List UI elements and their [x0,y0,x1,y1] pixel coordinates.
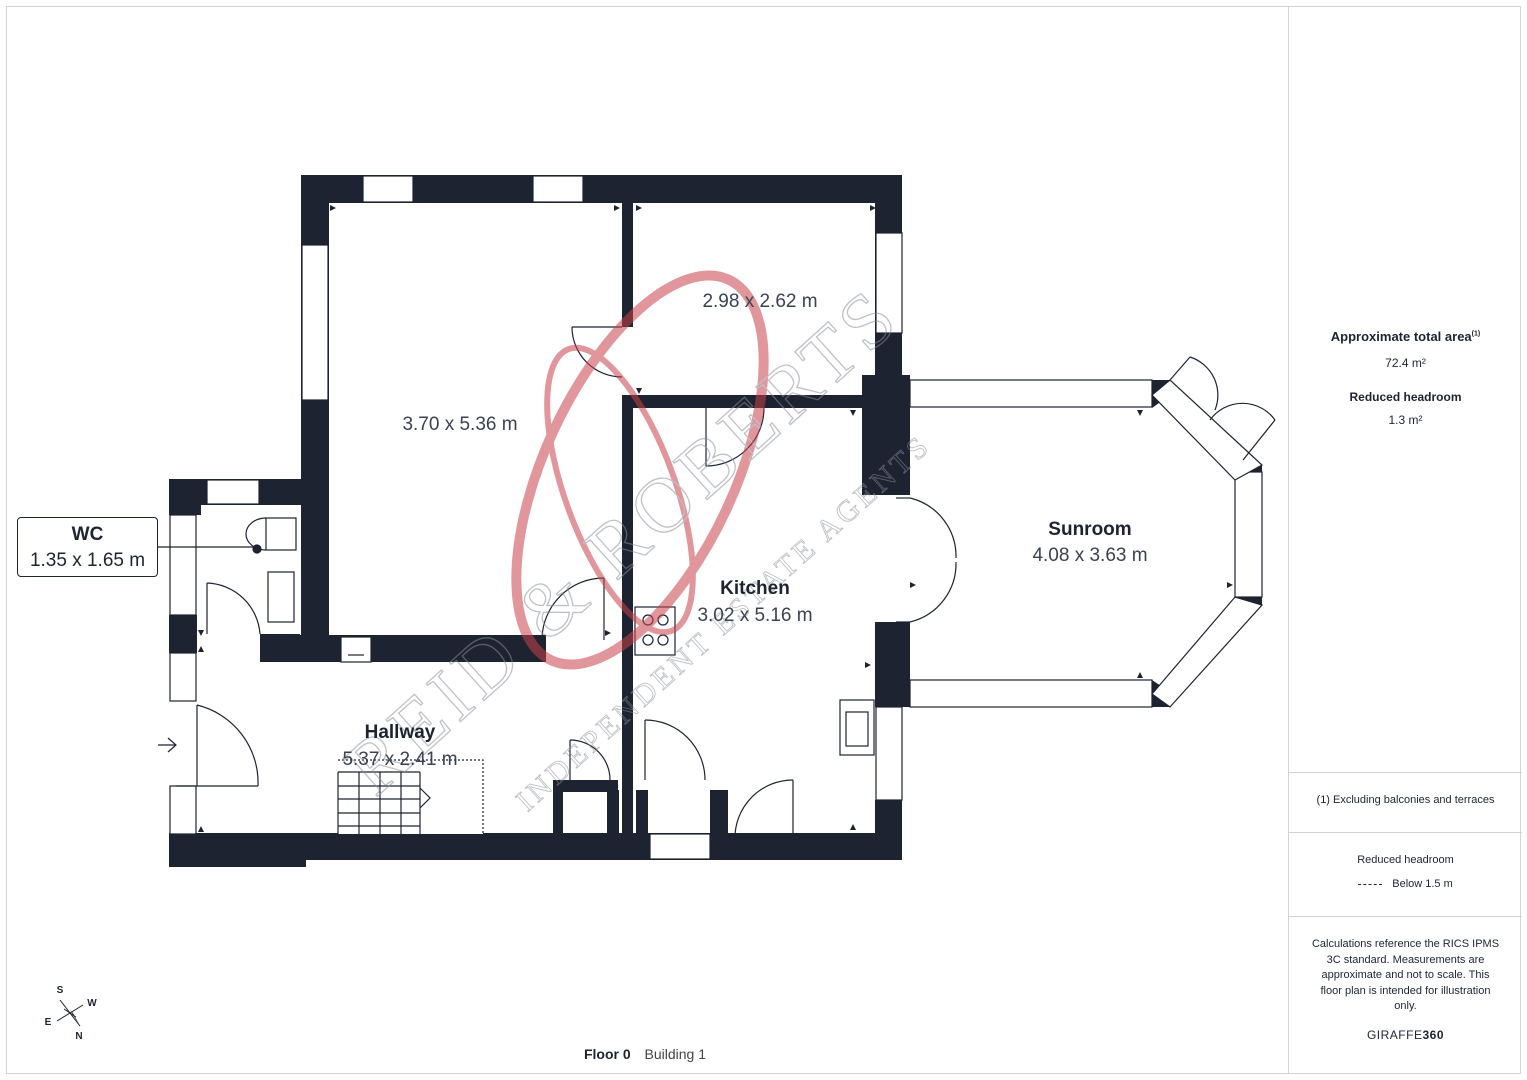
brand-regular: GIRAFFE [1366,1028,1423,1042]
total-area-label: Approximate total area [1330,329,1472,344]
brand-logo: GIRAFFE360 [1289,1028,1522,1042]
legend-item: Below 1.5 m [1289,878,1522,890]
room-name-kitchen: Kitchen [720,578,790,599]
separator [1289,832,1522,833]
room-name-hallway: Hallway [365,722,436,743]
disclaimer-line: approximate and not to scale. This [1321,969,1490,981]
floor-footer: Floor 0 Building 1 [0,1046,1290,1062]
dashed-line-swatch [1358,883,1383,885]
wc-label-box: WC 1.35 x 1.65 m [17,517,158,577]
reduced-headroom-heading: Reduced headroom [1349,390,1462,404]
disclaimer-line: only. [1394,1000,1417,1012]
floor-plan: REID & ROBERTS INDEPENDENT ESTATE AGENTS… [45,175,1276,1042]
room-dims-bedroom-small: 2.98 x 2.62 m [702,291,817,312]
disclaimer-line: Calculations reference the RICS IPMS [1311,938,1500,950]
total-area-footnote-marker: (1) [1471,330,1481,338]
building-label: Building 1 [644,1046,707,1062]
total-area-heading: Approximate total area(1) [1289,329,1522,344]
legend-title: Reduced headroom [1357,854,1454,866]
windows [169,175,1264,860]
floor-label: Floor 0 [583,1046,631,1062]
disclaimer-line: 3C standard. Measurements are [1326,953,1485,966]
compass-rose: S W E N [45,985,98,1042]
disclaimer-line: floor plan is intended for illustration [1320,984,1491,997]
room-dims-kitchen: 3.02 x 5.16 m [697,605,812,626]
reduced-headroom-value: 1.3 m² [1388,413,1423,427]
page-frame [6,6,1521,1074]
room-labels: 3.70 x 5.36 m 2.98 x 2.62 m Kitchen 3.02… [342,291,1147,770]
summary-panel: Approximate total area(1) 72.4 m² Reduce… [1288,6,1522,1074]
compass-e: E [45,1017,52,1028]
dimension-ticks [198,205,1233,832]
room-name-sunroom: Sunroom [1048,519,1131,540]
disclaimer: Calculations reference the RICS IPMS 3C … [1309,937,1502,1015]
separator [1289,916,1522,917]
room-dims-wc: 1.35 x 1.65 m [29,550,146,571]
room-dims-bedroom-large: 3.70 x 5.36 m [402,414,517,435]
compass-s: S [57,985,64,996]
separator [1289,772,1522,773]
footnote-text: (1) Excluding balconies and terraces [1316,794,1495,806]
fixtures [158,517,875,834]
room-dims-hallway: 5.37 x 2.41 m [342,749,457,770]
room-dims-sunroom: 4.08 x 3.63 m [1032,545,1147,566]
compass-w: W [87,998,97,1009]
compass-n: N [75,1031,82,1042]
legend-item-label: Below 1.5 m [1392,878,1453,890]
total-area-value: 72.4 m² [1385,356,1426,370]
brand-bold: 360 [1422,1028,1445,1042]
room-name-wc: WC [71,524,104,545]
walls [169,175,1262,867]
